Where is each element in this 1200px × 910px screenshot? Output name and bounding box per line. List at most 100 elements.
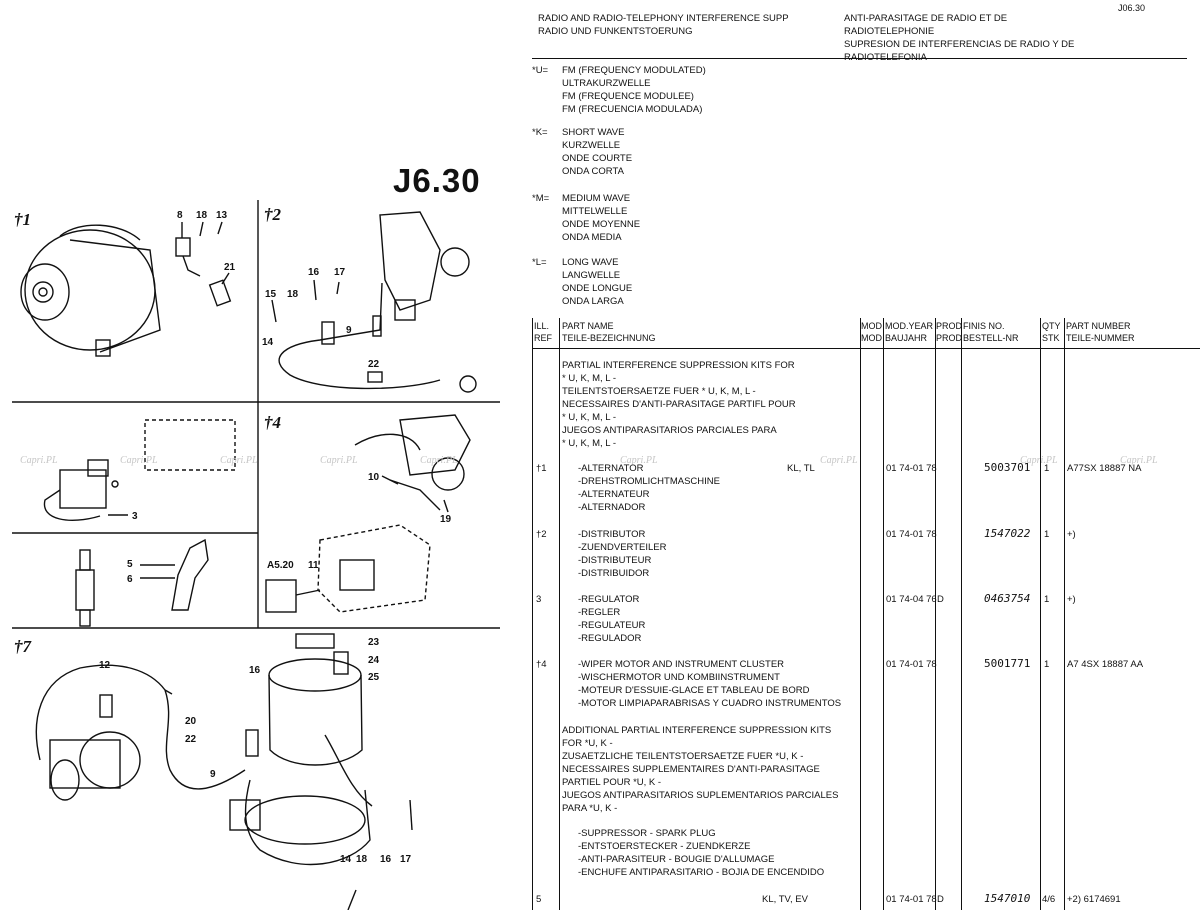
watermark: Capri.PL [1020,455,1058,466]
callout: 19 [440,514,452,525]
row-year: 01 74-01 78 [886,659,937,670]
watermark: Capri.PL [1120,455,1158,466]
header-rule [532,58,1187,59]
table-header-rule [532,348,1200,349]
callout: 9 [346,325,352,336]
callout: 16 [380,854,392,865]
callout: 18 [287,289,299,300]
callout: 18 [196,210,208,221]
panel-label-2: †2 [264,205,282,224]
row-ref: †2 [536,529,547,540]
callout: 10 [368,472,380,483]
row-finis: 5001771 [984,657,1031,670]
abbr-line: SHORT WAVE [562,127,625,138]
row-names: -ALTERNATOR-DREHSTROMLICHTMASCHINE-ALTER… [578,463,720,513]
row-part: +) [1067,594,1076,605]
abbr-line: KURZWELLE [562,140,621,151]
callout: 13 [216,210,228,221]
abbr-line: ONDE COURTE [562,153,633,164]
col-header-ill: ILL.REF [534,321,552,343]
row-prod: D [937,894,944,905]
row-ref: †4 [536,659,547,670]
callout: 8 [177,210,183,221]
abbr-line: MEDIUM WAVE [562,193,631,204]
watermark: Capri.PL [220,455,258,466]
abbr-line: MITTELWELLE [562,206,628,217]
callout: 21 [224,262,236,273]
callout: 20 [185,716,197,727]
panel-label-4: †4 [264,413,281,432]
column-rule [961,318,962,910]
row-part: +2) 6174691 [1067,894,1121,905]
callout: 25 [368,672,380,683]
distributor-cap-drawing [229,633,413,910]
column-rule [883,318,884,910]
row-mod: KL, TV, EV [762,894,808,905]
abbr-key: *M= [532,193,550,204]
group-heading: ADDITIONAL PARTIAL INTERFERENCE SUPPRESS… [562,725,839,814]
abbr-line: FM (FREQUENCE MODULEE) [562,91,694,102]
regulator-drawing [43,419,236,521]
group-heading: PARTIAL INTERFERENCE SUPPRESSION KITS FO… [562,360,796,449]
header-line: RADIO AND RADIO-TELEPHONY INTERFERENCE S… [538,13,789,24]
instrument-cluster-drawing [265,524,431,613]
abbr-key: *K= [532,127,548,138]
callout: 11 [308,560,319,571]
abbr-line: ONDA MEDIA [562,232,622,243]
abbreviation-k: *K= SHORT WAVE KURZWELLE ONDE COURTE ONDA… [532,126,632,178]
column-rule [559,318,560,910]
row-qty: 1 [1044,594,1050,605]
row-part: A7 4SX 18887 AA [1067,659,1144,670]
callout: 23 [368,637,380,648]
header-line: RADIO UND FUNKENTSTOERUNG [538,26,693,37]
row-mod: KL, TL [787,463,815,474]
row-names: -WIPER MOTOR AND INSTRUMENT CLUSTER-WISC… [578,659,842,709]
watermark: Capri.PL [120,455,158,466]
row-names: -DISTRIBUTOR-ZUENDVERTEILER-DISTRIBUTEUR… [578,529,667,579]
header-line: SUPRESION DE INTERFERENCIAS DE RADIO Y D… [844,39,1075,50]
panel-label-1: †1 [14,210,31,229]
abbr-line: ONDE LONGUE [562,283,633,294]
abbr-line: ONDE MOYENNE [562,219,641,230]
watermark: Capri.PL [620,455,658,466]
abbr-key: *L= [532,257,547,268]
callout: 17 [334,267,346,278]
row-qty: 1 [1044,463,1050,474]
abbr-line: LONG WAVE [562,257,619,268]
col-header-finis: FINIS NO.BESTELL-NR [963,321,1019,343]
ignition-coil-drawing [35,664,246,801]
callout: 15 [265,289,277,300]
spark-plug-drawing [75,538,209,627]
row-names: -REGULATOR-REGLER-REGULATEUR-REGULADOR [578,594,646,644]
watermark: Capri.PL [320,455,358,466]
watermark: Capri.PL [820,455,858,466]
callout: 16 [249,665,261,676]
header-left: RADIO AND RADIO-TELEPHONY INTERFERENCE S… [538,12,789,38]
row-finis: 5003701 [984,461,1031,474]
row-finis: 1547010 [984,892,1031,905]
abbr-key: *U= [532,65,549,76]
callout: 6 [127,574,133,585]
abbreviation-u: *U=FM (FREQUENCY MODULATED) ULTRAKURZWEL… [532,64,706,116]
column-rule [532,318,533,910]
row-ref: 3 [536,594,542,605]
callout: A5.20 [267,560,294,571]
abbreviation-m: *M=MEDIUM WAVE MITTELWELLE ONDE MOYENNE … [532,192,640,244]
parts-list: J06.30 RADIO AND RADIO-TELEPHONY INTERFE… [532,0,1200,910]
abbr-line: ONDA CORTA [562,166,624,177]
row-part: A77SX 18887 NA [1067,463,1142,474]
abbr-line: FM (FREQUENCY MODULATED) [562,65,706,76]
callout: 14 [262,337,274,348]
row-qty: 4/6 [1042,894,1056,905]
header-line: ANTI-PARASITAGE DE RADIO ET DE RADIOTELE… [844,13,1008,37]
row-year: 01 74-01 78 [886,463,937,474]
callout: 16 [308,267,320,278]
page-title: J6.30 [393,162,481,199]
callout: 14 [340,854,352,865]
row-finis: 0463754 [984,592,1031,605]
row-qty: 1 [1044,529,1050,540]
header-line: RADIOTELEFONIA [844,52,927,63]
row-finis: 1547022 [984,527,1031,540]
row-ref: †1 [536,463,547,474]
